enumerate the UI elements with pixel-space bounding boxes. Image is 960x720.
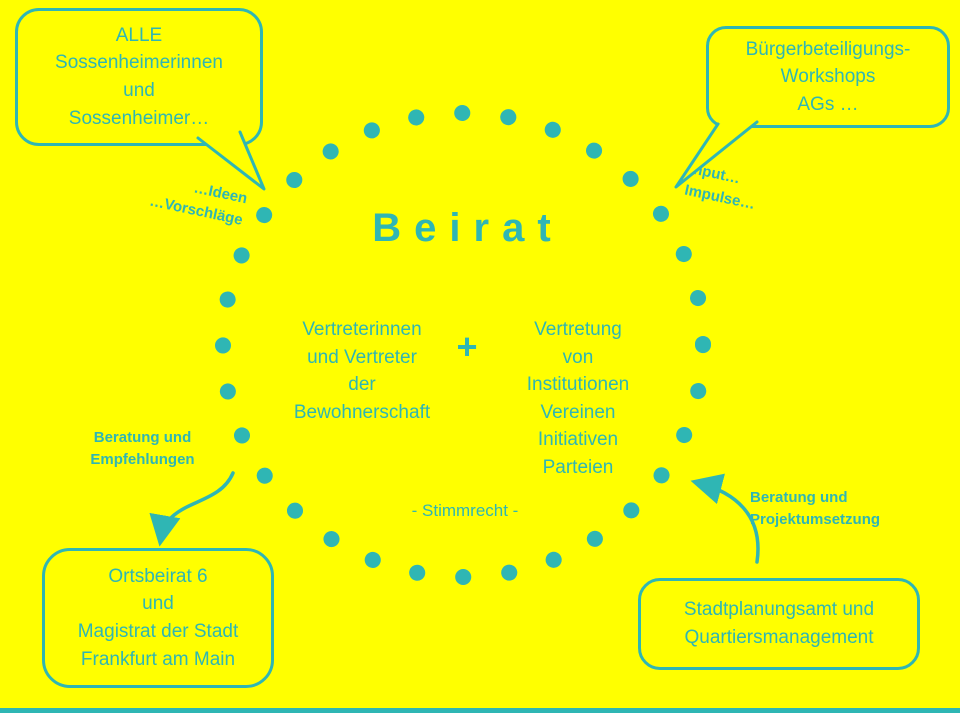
text-line: Sossenheimerinnen: [55, 52, 223, 74]
text-line: Workshops: [780, 66, 876, 88]
box-stadtplanungsamt: Stadtplanungsamt und Quartiersmanagement: [638, 578, 920, 670]
text-line: Vereinen: [540, 401, 616, 423]
bubble-alle-sossenheimer: ALLE Sossenheimerinnen und Sossenheimer…: [15, 8, 263, 146]
text-line: Institutionen: [526, 374, 630, 396]
text-line: und: [142, 593, 174, 615]
text-line: Beratung und: [93, 429, 192, 446]
text-line: und: [123, 80, 155, 101]
box-ortsbeirat-magistrat: Ortsbeirat 6 und Magistrat der Stadt Fra…: [42, 548, 274, 688]
label-beratung-projektumsetzung: Beratung und Projektumsetzung: [750, 487, 920, 531]
text-line: von: [562, 346, 594, 368]
text-line: Projektumsetzung: [750, 510, 881, 528]
text-line: Vertretung: [534, 319, 622, 340]
page-title: Beirat: [372, 206, 564, 250]
text-line: Beratung und: [750, 489, 848, 506]
text-line: Empfehlungen: [90, 450, 195, 468]
label-beratung-empfehlungen: Beratung und Empfehlungen: [75, 427, 210, 471]
text-line: Ortsbeirat 6: [108, 565, 208, 587]
text-line: Bewohnerschaft: [293, 401, 431, 423]
stimmrecht-note: - Stimmrecht -: [411, 501, 519, 520]
text-line: Parteien: [542, 456, 614, 478]
text-line: Magistrat der Stadt: [77, 621, 239, 642]
text-line: Frankfurt am Main: [80, 648, 236, 670]
label-ideen-vorschlaege: …Ideen …Vorschläge: [125, 164, 249, 231]
text-line: Sossenheimer…: [68, 107, 210, 129]
label-input-impulse: Input… Impulse…: [683, 158, 790, 221]
curved-arrow-to-ortsbeirat-icon: [149, 471, 235, 547]
text-line: Quartiersmanagement: [684, 627, 874, 648]
text-line: der: [348, 374, 376, 396]
plus-sign: +: [456, 326, 478, 367]
text-line: Stadtplanungsamt und: [683, 599, 875, 621]
group-bewohnerschaft: Vertreterinnen und Vertreter der Bewohne…: [272, 316, 452, 426]
group-institutionen: Vertretung von Institutionen Vereinen In…: [496, 316, 660, 481]
text-line: und Vertreter: [307, 346, 417, 368]
text-line: Initiativen: [537, 429, 619, 451]
bottom-divider: [0, 708, 960, 713]
text-line: Bürgerbeteiligungs-: [745, 38, 911, 60]
text-line: Vertreterinnen: [302, 319, 422, 340]
bottom-margin: [0, 713, 960, 720]
text-line: ALLE: [115, 24, 163, 46]
bubble-buergerbeteiligung: Bürgerbeteiligungs- Workshops AGs …: [706, 26, 950, 128]
text-line: AGs …: [797, 93, 859, 115]
